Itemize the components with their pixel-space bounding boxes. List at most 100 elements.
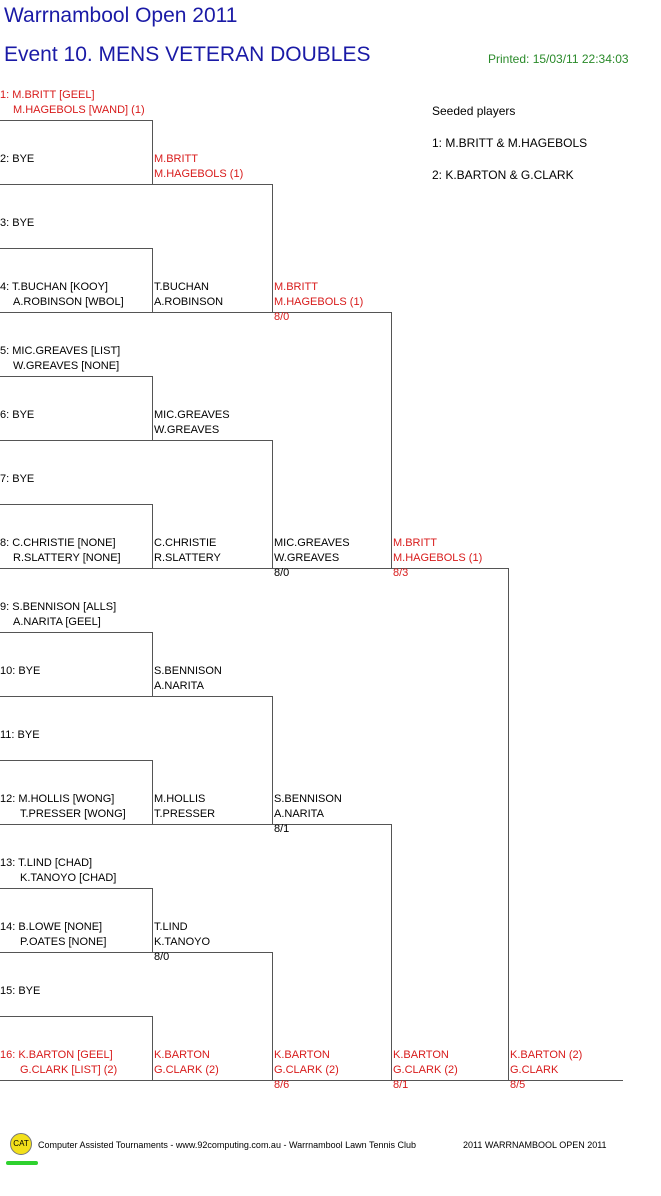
player-name: 3: BYE [0, 217, 35, 229]
bracket-line [0, 632, 152, 633]
player-name: 7: BYE [0, 473, 35, 485]
player-name: 13: T.LIND [CHAD] [0, 857, 93, 869]
bracket-line [152, 952, 272, 953]
match-score: 8/0 [274, 311, 290, 323]
seeded-item: 2: K.BARTON & G.CLARK [432, 168, 574, 182]
bracket-connector [508, 568, 509, 1080]
player-name: K.BARTON (2) [510, 1049, 583, 1061]
bracket-line [0, 440, 152, 441]
player-name: 1: M.BRITT [GEEL] [0, 89, 95, 101]
player-name: K.BARTON [154, 1049, 210, 1061]
bracket-connector [272, 184, 273, 312]
bracket-line [152, 568, 272, 569]
bracket-connector [272, 952, 273, 1080]
partner-name: T.PRESSER [WONG] [20, 808, 126, 820]
player-name: T.BUCHAN [154, 281, 210, 293]
seeded-heading: Seeded players [432, 104, 516, 118]
bracket-line [152, 440, 272, 441]
player-name: 6: BYE [0, 409, 35, 421]
printed-timestamp: Printed: 15/03/11 22:34:03 [488, 52, 629, 66]
player-name: 2: BYE [0, 153, 35, 165]
bracket-line [152, 312, 272, 313]
bracket-line [0, 760, 152, 761]
partner-name: K.TANOYO [154, 936, 211, 948]
bracket-line [391, 568, 508, 569]
bracket-line [152, 184, 272, 185]
player-name: C.CHRISTIE [154, 537, 217, 549]
bracket-connector [152, 248, 153, 312]
player-name: 9: S.BENNISON [ALLS] [0, 601, 117, 613]
player-name: MIC.GREAVES [154, 409, 230, 421]
player-name: 10: BYE [0, 665, 41, 677]
partner-name: G.CLARK [LIST] (2) [20, 1064, 118, 1076]
player-name: K.BARTON [274, 1049, 330, 1061]
player-name: 15: BYE [0, 985, 41, 997]
partner-name: M.HAGEBOLS (1) [393, 552, 483, 564]
bracket-connector [152, 632, 153, 696]
bracket-line [0, 888, 152, 889]
player-name: K.BARTON [393, 1049, 449, 1061]
partner-name: G.CLARK [510, 1064, 559, 1076]
bracket-line [0, 504, 152, 505]
player-name: 12: M.HOLLIS [WONG] [0, 793, 115, 805]
player-name: 11: BYE [0, 729, 40, 741]
bracket-connector [272, 440, 273, 568]
partner-name: G.CLARK (2) [274, 1064, 339, 1076]
bracket-line [0, 248, 152, 249]
bracket-line [272, 824, 391, 825]
player-name: 4: T.BUCHAN [KOOY] [0, 281, 108, 293]
player-name: 8: C.CHRISTIE [NONE] [0, 537, 116, 549]
player-name: M.BRITT [393, 537, 437, 549]
bracket-connector [152, 760, 153, 824]
cat-logo: CAT [10, 1133, 32, 1155]
bracket-line [272, 568, 391, 569]
seeded-item: 1: M.BRITT & M.HAGEBOLS [432, 136, 588, 150]
bracket-connector [391, 312, 392, 568]
bracket-line [272, 312, 391, 313]
partner-name: R.SLATTERY [NONE] [13, 552, 121, 564]
match-score: 8/5 [510, 1079, 526, 1091]
bracket-connector [152, 120, 153, 184]
bracket-line [0, 696, 152, 697]
player-name: M.BRITT [274, 281, 318, 293]
match-score: 8/1 [274, 823, 290, 835]
partner-name: A.ROBINSON [WBOL] [13, 296, 124, 308]
partner-name: T.PRESSER [154, 808, 216, 820]
player-name: M.BRITT [154, 153, 198, 165]
bracket-connector [152, 504, 153, 568]
player-name: 5: MIC.GREAVES [LIST] [0, 345, 121, 357]
bracket-line [0, 1016, 152, 1017]
bracket-line [0, 376, 152, 377]
player-name: 16: K.BARTON [GEEL] [0, 1049, 113, 1061]
bracket-connector [152, 888, 153, 952]
bracket-connector [391, 824, 392, 1080]
partner-name: A.NARITA [GEEL] [13, 616, 101, 628]
partner-name: M.HAGEBOLS [WAND] (1) [13, 104, 145, 116]
partner-name: G.CLARK (2) [154, 1064, 219, 1076]
bracket-line [0, 824, 152, 825]
partner-name: G.CLARK (2) [393, 1064, 458, 1076]
event-title: Event 10. MENS VETERAN DOUBLES [4, 43, 371, 66]
tournament-title: Warrnambool Open 2011 [4, 4, 238, 27]
bracket-line [508, 1080, 623, 1081]
bracket-line [0, 952, 152, 953]
bracket-line [391, 1080, 508, 1081]
player-name: S.BENNISON [154, 665, 222, 677]
partner-name: W.GREAVES [274, 552, 340, 564]
partner-name: A.NARITA [154, 680, 204, 692]
bracket-line [152, 1080, 272, 1081]
match-score: 8/3 [393, 567, 409, 579]
partner-name: P.OATES [NONE] [20, 936, 107, 948]
partner-name: R.SLATTERY [154, 552, 221, 564]
bracket-line [0, 312, 152, 313]
player-name: T.LIND [154, 921, 188, 933]
bracket-connector [152, 376, 153, 440]
bracket-connector [272, 696, 273, 824]
footer-credit: Computer Assisted Tournaments - www.92co… [38, 1140, 417, 1150]
bracket-line [152, 696, 272, 697]
bracket-line [0, 184, 152, 185]
partner-name: K.TANOYO [CHAD] [20, 872, 117, 884]
player-name: M.HOLLIS [154, 793, 206, 805]
bracket-line [0, 120, 152, 121]
partner-name: A.ROBINSON [154, 296, 224, 308]
